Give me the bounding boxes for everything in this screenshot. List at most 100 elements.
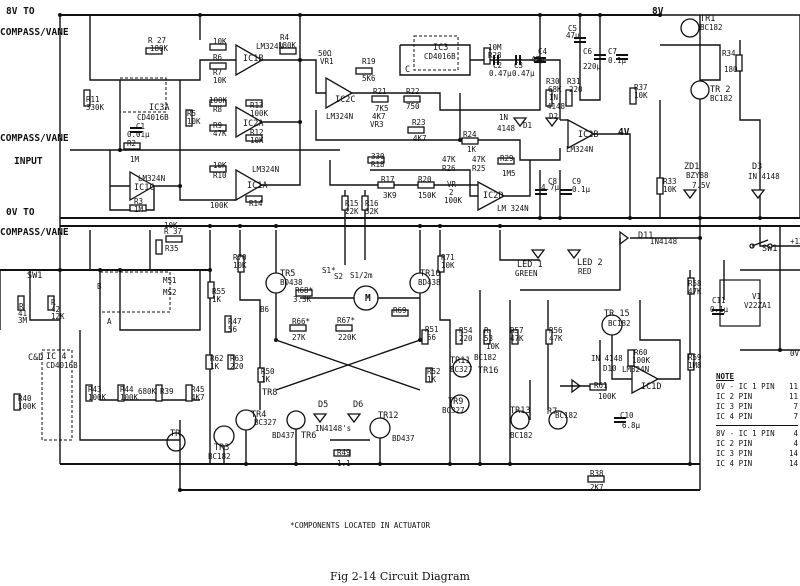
label-r59: R59 [688,353,702,362]
label-r37v: 10K [634,91,648,100]
label-c3: C3 [514,61,524,70]
label-c9v: 0.1µ [572,185,591,194]
label-vr1v: 50Ω [318,49,332,58]
label-r70: R70 [233,253,247,262]
label-tr11: TR11 [450,356,471,366]
label-r66: R66* [292,317,311,326]
label-ms2: MS2 [163,288,177,297]
label-r39: R39 [160,387,174,396]
label-r26: R26 [442,164,456,173]
label-r20v: 150K [418,191,437,200]
label-r15: R15 [345,199,359,208]
label-r42v: 12K [51,312,65,321]
label-tr6b: TR6 [301,431,317,441]
label-ov: 0V [790,349,800,358]
label-tr16: BC182 [474,353,497,362]
label-r30v: 68K [548,85,562,94]
label-r8v: 100K [209,96,228,105]
label-r10v: 10K [213,161,227,170]
label-ic1b: IC1B [243,54,264,64]
label-ic2d-part: LM 324N [497,204,529,213]
resistors-lower [13,235,695,483]
label-r59v: 1M8 [688,361,702,370]
label-r38: R38 [590,469,604,478]
label-ic4: IC 4 [46,352,67,362]
label-r61: R61 [594,381,608,390]
label-r19v: 5K6 [362,74,376,83]
label-c11: C11 [712,296,726,305]
label-c6v: 220µ [583,62,602,71]
label-8v-top: 8V [652,6,664,17]
label-ic1a: IC1A [247,181,268,191]
label-led1: LED 1 [517,260,543,270]
label-r27v: 180K [150,44,169,53]
label-tr4: TR4 [251,410,267,420]
label-r41b: 41 [18,309,28,318]
label-led2: LED 2 [577,258,603,268]
label-compass-vane-3: COMPASS/VANE [0,227,69,238]
label-r15v: 22K [345,207,359,216]
label-ic1a-part: LM324N [252,165,280,174]
label-tr15: TR 15 [604,309,630,319]
label-ms1: MS1 [163,276,177,285]
label-r11: R11 [86,95,100,104]
label-tr10v: BD438 [418,278,441,287]
label-tr13v: BC182 [510,431,533,440]
note-pin-label: IC 3 PIN [716,449,753,458]
label-r17v: 3K9 [383,191,397,200]
label-r29: R29 [500,154,514,163]
label-compass-vane-1: COMPASS/VANE [0,27,69,38]
label-c7v: 0.1µ [608,56,627,65]
label-r47: R47 [228,317,242,326]
label-ic1d-part: LM324N [622,365,650,374]
label-r31: R31 [567,77,581,86]
label-r9v: 47K [213,129,227,138]
label-r23: R23 [412,118,426,127]
label-c10: C10 [620,411,634,420]
label-r56v: 47K [549,334,563,343]
lower-wiring [0,226,800,490]
label-d1v2: 4148 [497,124,516,133]
label-r28v: 10M [488,43,502,52]
label-tr4v: BC327 [254,418,277,427]
label-d3v: IN 4148 [748,172,780,181]
label-c2: C2 [493,61,503,70]
resistors-top [83,43,743,212]
label-c9: C9 [572,177,582,186]
label-tr5: TR5 [280,269,296,279]
label-r33v: 10K [663,185,677,194]
note-pin-label: IC 2 PIN [716,439,753,448]
label-r18v: 330 [371,152,385,161]
label-r12v: 10K [250,136,264,145]
label-r31v: 220 [569,85,583,94]
label-tr5v: BD438 [280,278,303,287]
label-r50v: 1K [261,375,271,384]
label-r25v: 47K [472,155,486,164]
label-zd1: ZD1 [684,162,700,172]
label-r9: R9 [213,121,223,130]
note-pin-number: 11 [788,382,798,391]
label-r19: R19 [362,57,376,66]
label-tr3v: BC182 [208,452,231,461]
label-r49: R49 [337,448,351,457]
label-d6: D6 [353,400,364,410]
label-tr10: TR10 [420,269,441,279]
label-ic1c: IC1C [134,183,155,193]
label-r16v: 32K [365,207,379,216]
note-divider [716,425,798,426]
label-r54v: 220 [459,334,473,343]
label-r63v: 220 [230,362,244,371]
label-r53: R [484,326,489,335]
label-r66v: 27K [292,333,306,342]
label-ic1b-part: LM324N [256,42,284,51]
label-r17: R17 [381,175,395,184]
label-r58: R58 [688,279,702,288]
label-r12: R12 [250,128,264,137]
note-pin-label: IC 4 PIN [716,412,753,421]
label-tr3: TR3 [214,443,230,453]
label-tr1: TR1 [700,14,716,24]
label-ic2b-part: LM324N [566,145,594,154]
label-r71v: 10K [441,261,455,270]
